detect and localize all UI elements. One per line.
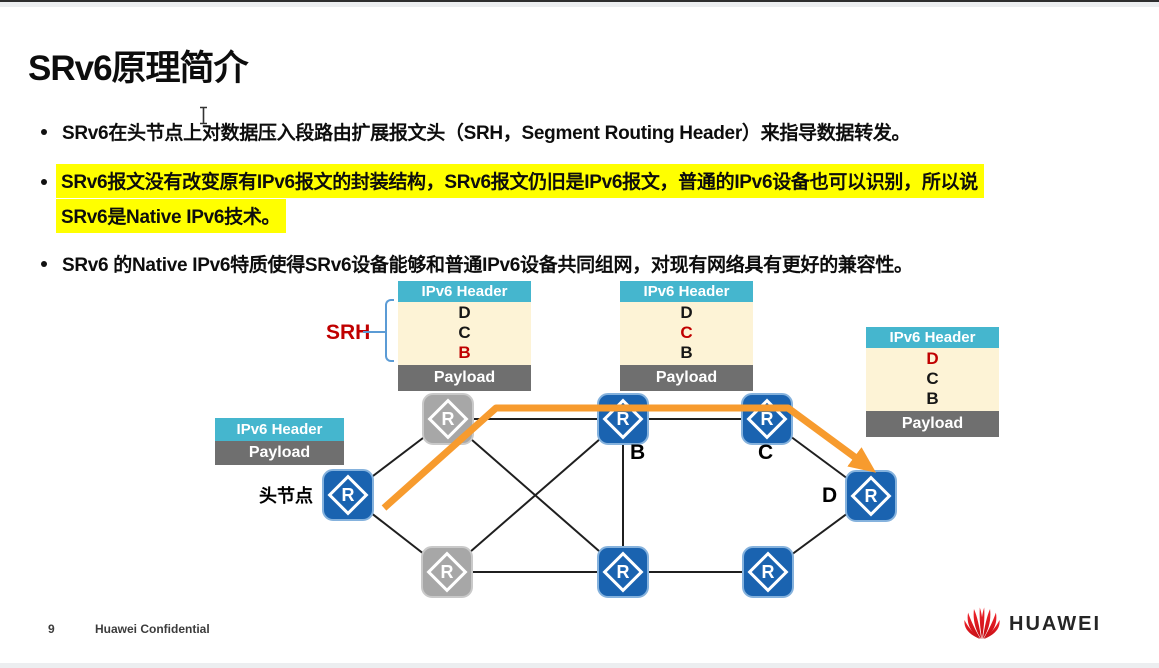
- huawei-flower-icon: [964, 607, 1000, 639]
- payload-bar: Payload: [620, 365, 753, 391]
- bullet-dot: [41, 129, 47, 135]
- segment-c-active: C: [680, 323, 693, 342]
- confidential-label: Huawei Confidential: [95, 622, 210, 636]
- text-cursor-icon: [198, 106, 209, 130]
- router-c: R: [741, 393, 793, 445]
- highlighted-text-line-1: SRv6报文没有改变原有IPv6报文的封装结构，SRv6报文仍旧是IPv6报文，…: [56, 164, 984, 198]
- ipv6-header-bar: IPv6 Header: [215, 418, 344, 441]
- segment-d: D: [680, 303, 693, 322]
- router-glyph: R: [440, 562, 454, 582]
- router-bottom-middle: R: [597, 546, 649, 598]
- router-gray-bottom: R: [421, 546, 473, 598]
- srh-segment-list: D C B: [866, 348, 999, 411]
- bullet-3-text: SRv6 的Native IPv6特质使得SRv6设备能够和普通IPv6设备共同…: [62, 255, 913, 276]
- packet-stack-original: IPv6 Header Payload: [215, 418, 344, 465]
- srh-segment-list: D C B: [398, 302, 531, 365]
- segment-b-active: B: [458, 343, 471, 362]
- page-number: 9: [48, 622, 55, 636]
- segment-b: B: [680, 343, 693, 362]
- router-glyph: R: [616, 409, 630, 429]
- srh-connector-line: [363, 331, 385, 333]
- packet-stack-after-c: IPv6 Header D C B Payload: [866, 327, 999, 437]
- ipv6-header-bar: IPv6 Header: [398, 281, 531, 302]
- huawei-logo: HUAWEI: [963, 607, 1101, 641]
- router-head-node: R: [322, 469, 374, 521]
- segment-d-active: D: [926, 349, 939, 368]
- bullet-dot: [41, 179, 47, 185]
- highlighted-text-line-2: SRv6是Native IPv6技术。: [56, 199, 287, 233]
- label-node-c: C: [758, 441, 774, 464]
- segment-c: C: [458, 323, 471, 342]
- page-title: SRv6原理简介: [28, 49, 249, 88]
- huawei-wordmark: HUAWEI: [1009, 612, 1101, 635]
- router-gray-top: R: [422, 393, 474, 445]
- router-glyph: R: [760, 409, 774, 429]
- payload-bar: Payload: [866, 411, 999, 437]
- router-glyph: R: [441, 409, 455, 429]
- srh-segment-list: D C B: [620, 302, 753, 365]
- router-d: R: [845, 470, 897, 522]
- label-head-node: 头节点: [259, 486, 313, 506]
- payload-bar: Payload: [398, 365, 531, 391]
- router-glyph: R: [761, 562, 775, 582]
- ipv6-header-bar: IPv6 Header: [866, 327, 999, 348]
- top-strip: [0, 0, 1159, 7]
- segment-c: C: [926, 369, 939, 388]
- router-b: R: [597, 393, 649, 445]
- label-node-d: D: [822, 484, 838, 507]
- router-glyph: R: [864, 486, 878, 506]
- ipv6-header-bar: IPv6 Header: [620, 281, 753, 302]
- payload-bar: Payload: [215, 441, 344, 465]
- router-glyph: R: [341, 485, 355, 505]
- router-bottom-right: R: [742, 546, 794, 598]
- router-glyph: R: [616, 562, 630, 582]
- bullet-1-text: SRv6在头节点上对数据压入段路由扩展报文头（SRH，Segment Routi…: [62, 123, 911, 144]
- segment-b: B: [926, 389, 939, 408]
- srh-label: SRH: [326, 321, 371, 344]
- srh-bracket: [385, 299, 394, 362]
- packet-stack-after-head: IPv6 Header D C B Payload: [398, 281, 531, 391]
- label-node-b: B: [630, 441, 646, 464]
- bullet-dot: [41, 261, 47, 267]
- bottom-strip: [0, 663, 1159, 668]
- bullet-2-text: SRv6报文没有改变原有IPv6报文的封装结构，SRv6报文仍旧是IPv6报文，…: [56, 164, 984, 234]
- segment-d: D: [458, 303, 471, 322]
- packet-stack-after-b: IPv6 Header D C B Payload: [620, 281, 753, 391]
